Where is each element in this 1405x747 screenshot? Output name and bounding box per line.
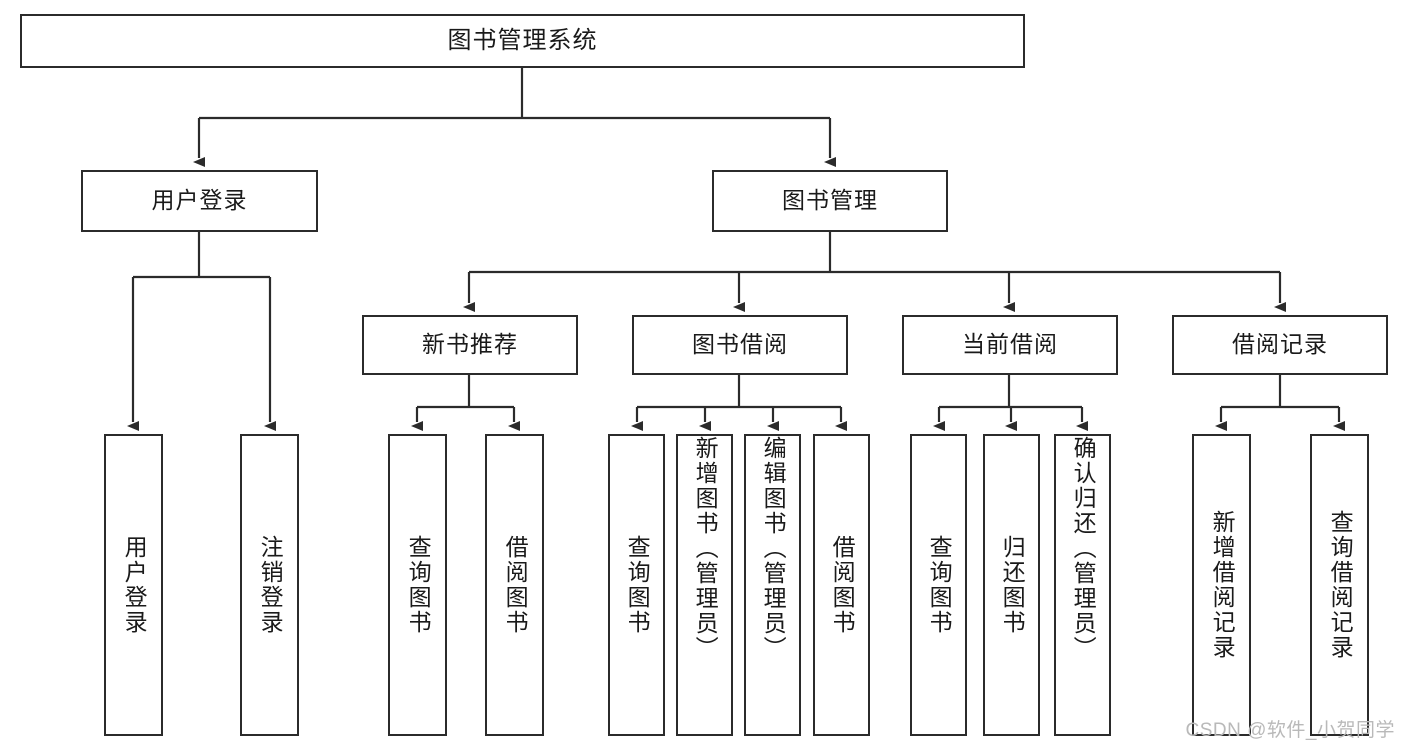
node-leaf-borrow-book-1[interactable]: 借阅图书 <box>485 434 544 736</box>
node-leaf-logout-label: 注销登录 <box>257 535 284 635</box>
node-leaf-return-book-label: 归还图书 <box>999 535 1026 635</box>
node-leaf-query-book-2-label: 查询图书 <box>624 535 651 635</box>
node-borrow-record-label: 借阅记录 <box>1232 331 1328 358</box>
node-leaf-user-login-label: 用户登录 <box>121 535 148 635</box>
node-leaf-add-book[interactable]: 新增图书（管理员） <box>676 434 733 736</box>
node-leaf-borrow-book-1-label: 借阅图书 <box>502 535 529 635</box>
node-book-manage-label: 图书管理 <box>782 187 878 214</box>
node-current-borrow-label: 当前借阅 <box>962 331 1058 358</box>
node-book-borrow[interactable]: 图书借阅 <box>632 315 848 375</box>
node-leaf-query-book-1-label: 查询图书 <box>405 535 432 635</box>
node-leaf-borrow-book-2-label: 借阅图书 <box>829 535 856 635</box>
node-leaf-add-book-label: 新增图书（管理员） <box>692 436 719 661</box>
node-user-login[interactable]: 用户登录 <box>81 170 318 232</box>
node-new-book-recommend[interactable]: 新书推荐 <box>362 315 578 375</box>
node-leaf-query-book-1[interactable]: 查询图书 <box>388 434 447 736</box>
node-leaf-borrow-book-2[interactable]: 借阅图书 <box>813 434 870 736</box>
node-book-borrow-label: 图书借阅 <box>692 331 788 358</box>
node-leaf-logout[interactable]: 注销登录 <box>240 434 299 736</box>
node-leaf-query-book-2[interactable]: 查询图书 <box>608 434 665 736</box>
node-leaf-query-record[interactable]: 查询借阅记录 <box>1310 434 1369 736</box>
node-leaf-query-book-3-label: 查询图书 <box>926 535 953 635</box>
watermark-text: CSDN @软件_小贺同学 <box>1185 720 1395 741</box>
node-leaf-user-login[interactable]: 用户登录 <box>104 434 163 736</box>
node-user-login-label: 用户登录 <box>151 187 248 214</box>
node-leaf-return-book[interactable]: 归还图书 <box>983 434 1040 736</box>
node-current-borrow[interactable]: 当前借阅 <box>902 315 1118 375</box>
node-leaf-add-record-label: 新增借阅记录 <box>1209 510 1236 660</box>
node-leaf-edit-book[interactable]: 编辑图书（管理员） <box>744 434 801 736</box>
node-leaf-edit-book-label: 编辑图书（管理员） <box>760 436 787 661</box>
node-leaf-add-record[interactable]: 新增借阅记录 <box>1192 434 1251 736</box>
node-leaf-query-record-label: 查询借阅记录 <box>1327 510 1354 660</box>
node-leaf-confirm-return[interactable]: 确认归还（管理员） <box>1054 434 1111 736</box>
node-leaf-confirm-return-label: 确认归还（管理员） <box>1070 436 1097 661</box>
node-new-book-recommend-label: 新书推荐 <box>422 331 518 358</box>
node-borrow-record[interactable]: 借阅记录 <box>1172 315 1388 375</box>
node-leaf-query-book-3[interactable]: 查询图书 <box>910 434 967 736</box>
node-book-manage[interactable]: 图书管理 <box>712 170 948 232</box>
node-root-label: 图书管理系统 <box>447 26 598 54</box>
node-root[interactable]: 图书管理系统 <box>20 14 1025 68</box>
